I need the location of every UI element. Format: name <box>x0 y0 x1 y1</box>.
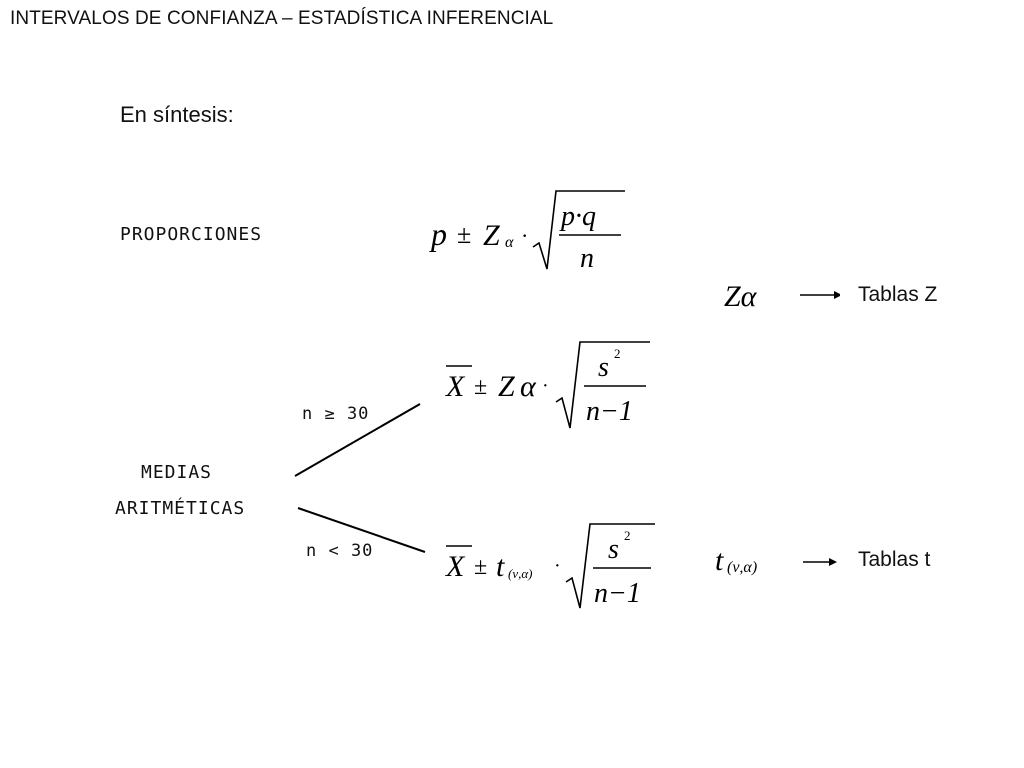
formula-dot: · <box>521 223 528 248</box>
sqrt-sign <box>565 523 655 609</box>
formula-sup: 2 <box>614 346 621 361</box>
t-letter: t <box>715 544 724 577</box>
label-aritmeticas: ARITMÉTICAS <box>115 498 246 519</box>
branch-line-upper <box>294 403 421 477</box>
formula-pm: ± <box>474 554 487 580</box>
formula-alpha: α <box>520 370 537 403</box>
formula-sup: 2 <box>624 528 631 543</box>
arrow-right-icon <box>834 291 840 299</box>
label-proporciones: PROPORCIONES <box>120 224 263 245</box>
formula-numerator: p·q <box>559 201 596 232</box>
formula-x: X <box>445 550 466 583</box>
formula-z: Z <box>498 370 515 403</box>
formula-proporciones: p ± Z α · p·q n <box>429 190 625 274</box>
formula-denominator: n−1 <box>594 578 641 609</box>
formula-denominator: n−1 <box>586 396 633 427</box>
branch-line-lower <box>297 507 426 553</box>
formula-t: t <box>496 550 505 583</box>
formula-alpha: α <box>505 234 514 251</box>
label-n-lt-30: n < 30 <box>306 541 374 561</box>
z-alpha-symbol: Zα <box>724 280 840 313</box>
section-subtitle: En síntesis: <box>120 102 234 127</box>
formula-s: s <box>608 534 619 565</box>
formula-p: p <box>429 216 447 252</box>
label-tablas-t: Tablas t <box>858 548 931 571</box>
sqrt-sign <box>555 341 650 429</box>
formula-denominator: n <box>580 243 594 274</box>
formula-sub: (ν,α) <box>508 566 533 581</box>
label-n-ge-30: n ≥ 30 <box>302 404 370 424</box>
formula-x: X <box>445 370 466 403</box>
sqrt-sign <box>532 190 625 270</box>
t-sub: (ν,α) <box>727 559 757 576</box>
label-medias: MEDIAS <box>141 462 213 483</box>
formula-medias-ge30: X ± Z α · s 2 n−1 <box>445 341 650 429</box>
label-tablas-z: Tablas Z <box>858 283 938 306</box>
formula-medias-lt30: X ± t (ν,α) · s 2 n−1 <box>445 523 655 609</box>
arrow-right-icon <box>829 558 837 566</box>
formula-pm: ± <box>474 374 487 400</box>
page-title: INTERVALOS DE CONFIANZA – ESTADÍSTICA IN… <box>10 8 554 29</box>
t-symbol: t (ν,α) <box>715 544 837 577</box>
formula-z: Z <box>483 219 500 252</box>
formula-s: s <box>598 352 609 383</box>
formula-pm: ± <box>457 220 471 249</box>
formula-dot: · <box>542 375 549 397</box>
z-symbol: Zα <box>724 280 758 313</box>
formula-dot: · <box>554 555 561 577</box>
